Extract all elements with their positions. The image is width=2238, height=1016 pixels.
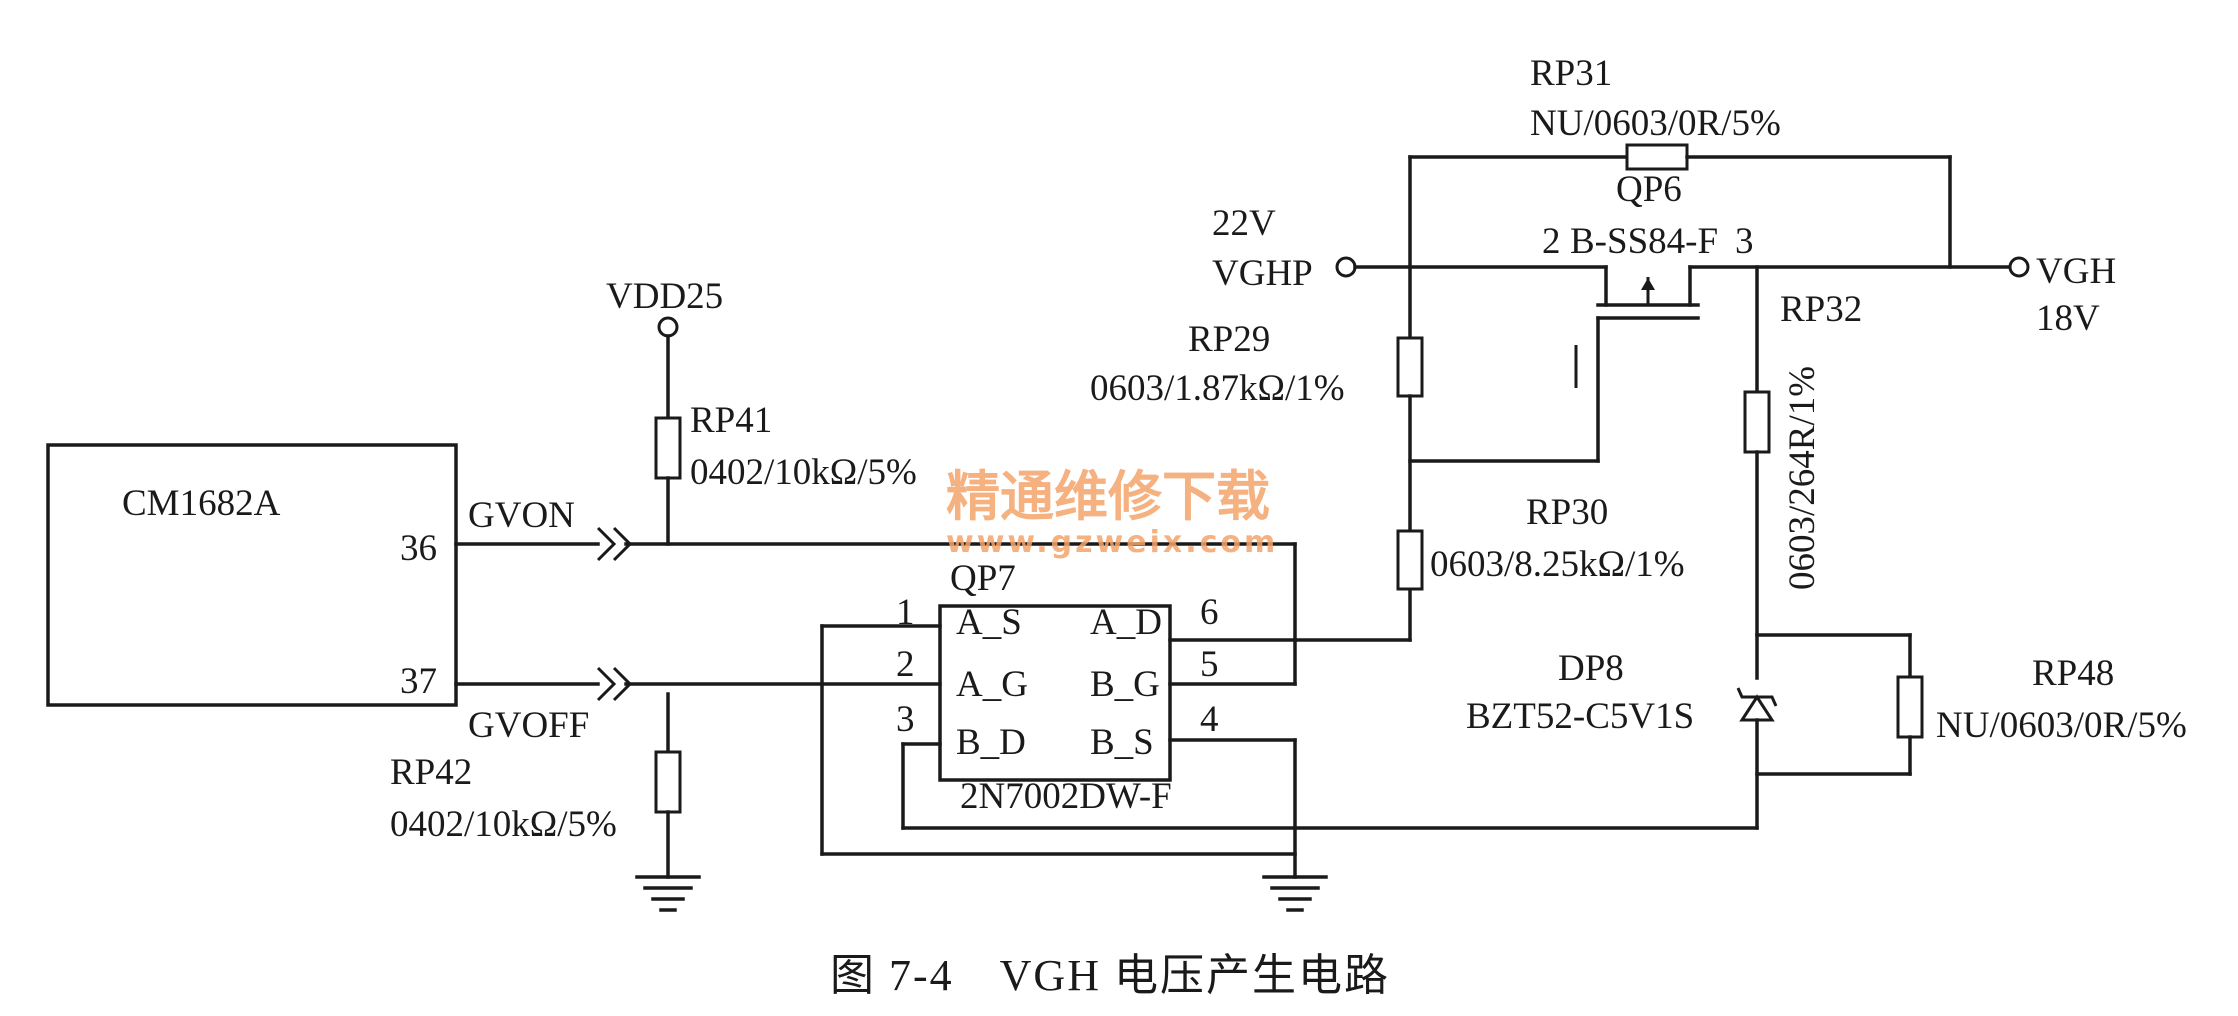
resistor-rp29: [1396, 336, 1424, 398]
vgh-output: VGH 18V: [2008, 251, 2116, 339]
rp31-ref: RP31: [1530, 53, 1612, 94]
ic-cm1682a: CM1682A 36 37: [46, 443, 458, 707]
dp8-part: BZT52-C5V1S: [1466, 696, 1694, 737]
watermark-title: 精通维修下载: [946, 465, 1270, 528]
qp6-pin-2: 2: [1542, 221, 1561, 262]
qp7-pin-1: 1: [896, 592, 915, 633]
qp7-mosfet: QP7 A_S A_G B_D A_D B_G B_S 1 2 3 6 5 4 …: [896, 558, 1219, 817]
figure-caption: 图 7-4 VGH 电压产生电路: [830, 951, 1390, 1000]
vghp-voltage: 22V: [1212, 203, 1276, 244]
gvon-label: GVON: [468, 495, 575, 536]
rp48-ref: RP48: [2032, 653, 2114, 694]
gvon-net: GVON: [454, 495, 1297, 642]
rp48-value: NU/0603/0R/5%: [1936, 705, 2187, 746]
qp7-pin-4: 4: [1200, 699, 1219, 740]
qp7-wiring: [820, 590, 1759, 912]
rp31-value: NU/0603/0R/5%: [1530, 103, 1781, 144]
qp7-label-as: A_S: [956, 602, 1022, 643]
ground-icon: [635, 875, 701, 912]
rp41-ref: RP41: [690, 400, 772, 441]
vgh-voltage: 18V: [2036, 298, 2100, 339]
watermark: 精通维修下载 www.gzweix.com: [946, 465, 1278, 560]
resistor-rp42: [654, 750, 682, 814]
qp7-pin-6: 6: [1200, 592, 1219, 633]
qp6-mosfet: QP6 2 B-SS84-F 3 1: [1542, 169, 2012, 388]
qp6-pin-3: 3: [1735, 221, 1754, 262]
resistor-rp30: [1396, 529, 1424, 591]
vghp-net: VGHP: [1212, 253, 1313, 294]
vdd25-label: VDD25: [606, 276, 723, 317]
qp7-label-bs: B_S: [1090, 722, 1154, 763]
qp7-part: 2N7002DW-F: [960, 776, 1172, 817]
arrow-icon: [1641, 278, 1655, 290]
terminal-icon: [2008, 256, 2030, 278]
ic-pin-36: 36: [400, 528, 437, 569]
resistor-rp41: [654, 416, 682, 480]
watermark-url: www.gzweix.com: [946, 525, 1278, 560]
qp7-pin-5: 5: [1200, 644, 1219, 685]
ic-name: CM1682A: [122, 483, 281, 524]
resistor-rp48: [1896, 675, 1924, 739]
rp32-ref: RP32: [1780, 289, 1862, 330]
vghp-input: 22V VGHP: [1212, 203, 1608, 294]
ic-pin-37: 37: [400, 661, 437, 702]
zener-diode-icon: [1736, 687, 1778, 722]
qp7-label-ad: A_D: [1090, 602, 1162, 643]
dp8-ref: DP8: [1558, 648, 1624, 689]
rp41-branch: VDD25 RP41 0402/10kΩ/5%: [606, 276, 917, 546]
qp7-label-bg: B_G: [1090, 664, 1160, 705]
rp41-value: 0402/10kΩ/5%: [690, 452, 917, 493]
rp31-branch: RP31 NU/0603/0R/5%: [1408, 53, 1952, 269]
qp7-pin-2: 2: [896, 644, 915, 685]
terminal-icon: [657, 316, 679, 338]
qp7-pin-3: 3: [896, 699, 915, 740]
rp30-value: 0603/8.25kΩ/1%: [1430, 544, 1685, 585]
qp7-ref: QP7: [950, 558, 1016, 599]
ground-icon: [1262, 875, 1328, 912]
resistor-rp32: [1743, 390, 1771, 454]
qp7-label-ag: A_G: [956, 664, 1028, 705]
rp42-value: 0402/10kΩ/5%: [390, 804, 617, 845]
rp29-ref: RP29: [1188, 319, 1270, 360]
rp29-value: 0603/1.87kΩ/1%: [1090, 368, 1345, 409]
resistor-rp31: [1625, 143, 1689, 171]
gvoff-label: GVOFF: [468, 705, 589, 746]
rp32-value: 0603/264R/1%: [1782, 366, 1823, 590]
qp6-part: B-SS84-F: [1570, 221, 1718, 262]
qp6-ref: QP6: [1616, 169, 1682, 210]
vgh-net: VGH: [2036, 251, 2116, 292]
rp42-branch: RP42 0402/10kΩ/5%: [390, 692, 701, 912]
rp30-ref: RP30: [1526, 492, 1608, 533]
rp32-zener-branch: RP32 0603/264R/1% DP8 BZT52-C5V1S RP48 N…: [1466, 265, 2187, 830]
gvoff-net: GVOFF: [454, 666, 942, 746]
rp29-rp30-divider: RP29 0603/1.87kΩ/1% RP30 0603/8.25kΩ/1%: [1090, 155, 1685, 591]
terminal-icon: [1335, 256, 1357, 278]
rp42-ref: RP42: [390, 752, 472, 793]
qp7-label-bd: B_D: [956, 722, 1026, 763]
